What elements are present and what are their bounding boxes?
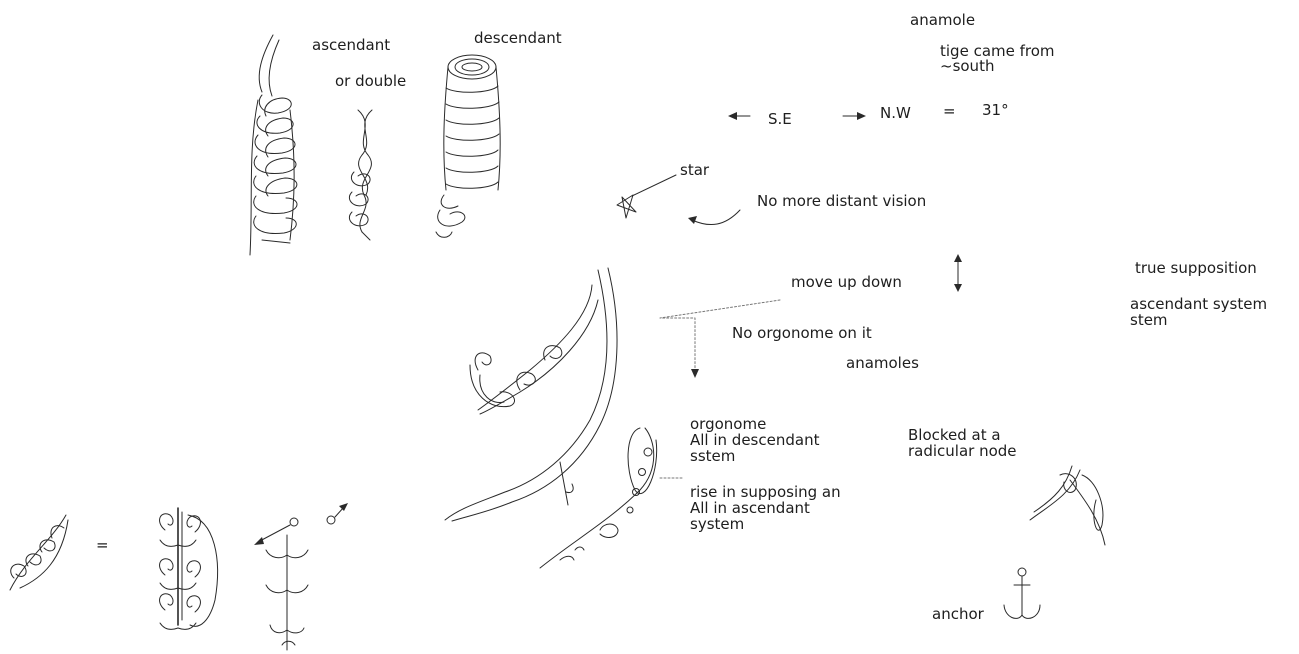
ascendant-coil-sketch <box>250 35 297 255</box>
double-spiral-sketch <box>349 110 372 240</box>
label-anamole: anamole <box>910 12 975 28</box>
curved-arrow <box>688 210 740 225</box>
orgonome-branch-sketch <box>540 428 684 568</box>
label-descendant: descendant <box>474 30 562 46</box>
triple-node-sketch <box>160 508 218 629</box>
label-blocked-radicular: Blocked at a radicular node <box>908 427 1017 459</box>
label-no-distant-vision: No more distant vision <box>757 193 926 209</box>
label-move-up-down: move up down <box>791 274 902 290</box>
bottom-spiral-sketch <box>10 515 68 590</box>
label-degrees: 31° <box>982 102 1009 118</box>
label-nw: N.W <box>880 105 911 121</box>
label-star: star <box>680 162 709 178</box>
label-se: S.E <box>768 111 792 127</box>
label-bottom-equals: = <box>96 537 109 553</box>
descendant-tube-sketch <box>436 55 500 237</box>
forked-stem-sketch <box>254 503 348 650</box>
label-or-double: or double <box>335 73 406 89</box>
label-true-supposition: true supposition <box>1135 260 1257 276</box>
label-equals: = <box>943 103 956 119</box>
label-orgonome-descendant: orgonome All in descendant sstem <box>690 416 819 464</box>
radicular-node-sketch <box>1030 466 1105 545</box>
label-no-orgonome: No orgonome on it <box>732 325 872 341</box>
main-stem-sketch <box>445 268 617 521</box>
label-anchor: anchor <box>932 606 984 622</box>
star-sketch <box>617 175 676 218</box>
anchor-icon <box>1004 568 1040 618</box>
label-anamoles: anamoles <box>846 355 919 371</box>
label-ascendant-system-stem: ascendant system stem <box>1130 296 1267 328</box>
label-rise-supposing: rise in supposing an All in ascendant sy… <box>690 484 841 532</box>
direction-arrows <box>728 112 866 120</box>
up-down-arrow-icon <box>954 254 962 292</box>
label-tige: tige came from ~south <box>940 44 1055 74</box>
label-ascendant: ascendant <box>312 37 390 53</box>
